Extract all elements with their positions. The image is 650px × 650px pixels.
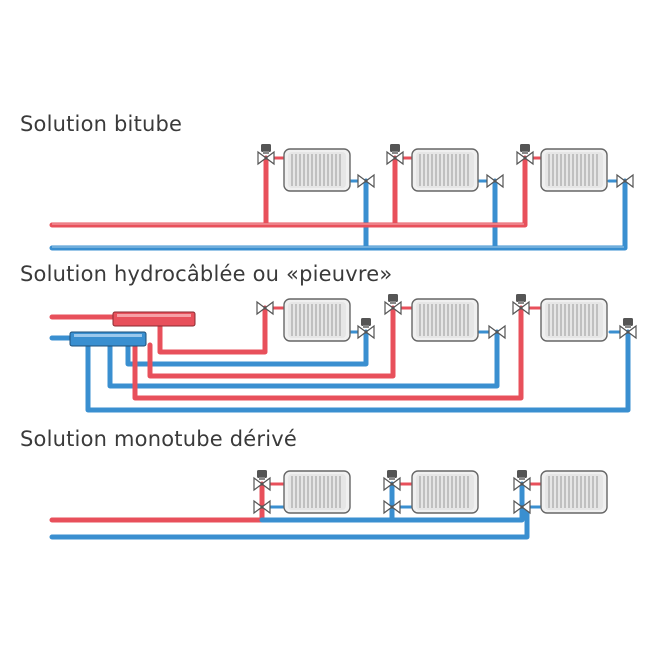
radiator-icon <box>283 470 351 514</box>
thermostatic-head-icon <box>516 294 526 304</box>
thermostatic-head-icon <box>261 144 271 154</box>
radiator-icon <box>411 470 479 514</box>
thermostatic-head-icon <box>520 144 530 154</box>
radiator-icon <box>411 298 479 342</box>
monotube-diagram <box>49 470 608 540</box>
pieuvre-diagram <box>49 294 637 413</box>
radiator-icon <box>540 470 608 514</box>
section-title-pieuvre: Solution hydrocâblée ou «pieuvre» <box>20 262 393 286</box>
radiator-icon <box>540 148 608 192</box>
bitube-diagram <box>49 144 634 251</box>
thermostatic-head-icon <box>257 470 267 480</box>
thermostatic-head-icon <box>517 470 527 480</box>
section-title-bitube: Solution bitube <box>20 112 183 136</box>
radiator-icon <box>283 148 351 192</box>
thermostatic-head-icon <box>361 318 371 328</box>
thermostatic-head-icon <box>388 294 398 304</box>
thermostatic-head-icon <box>623 318 633 328</box>
thermostatic-head-icon <box>387 470 397 480</box>
thermostatic-head-icon <box>390 144 400 154</box>
radiator-icon <box>411 148 479 192</box>
section-title-monotube: Solution monotube dérivé <box>20 427 298 451</box>
radiator-icon <box>283 298 351 342</box>
radiator-icon <box>540 298 608 342</box>
